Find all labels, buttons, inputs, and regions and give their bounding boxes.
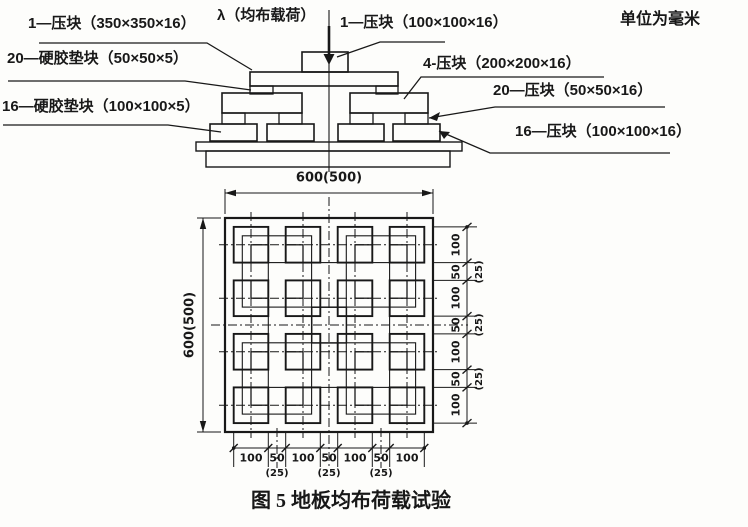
chain-right-1: 100: [449, 233, 463, 257]
leader-lines: [3, 41, 670, 154]
chain-right-alt-2: (25): [474, 313, 485, 337]
chain-bottom-4: 50: [321, 451, 337, 465]
leader-block-100-bottom: [438, 130, 670, 154]
plan-pad-outlines: [250, 244, 408, 406]
chain-bottom-2: 50: [269, 451, 285, 465]
bottom-block-l1: [209, 123, 258, 142]
dim-top: [224, 189, 434, 214]
leader-block-350: [39, 42, 253, 71]
label-pad-50: 20—硬胶垫块（50×50×5）: [7, 50, 188, 67]
label-block-350: 1—压块（350×350×16）: [28, 15, 196, 32]
label-block-50: 20—压块（50×50×16）: [493, 82, 653, 99]
chain-right-7: 100: [449, 393, 463, 417]
pad-under-plate-r1: [349, 112, 374, 125]
chain-bottom-5: 100: [343, 451, 367, 465]
chain-right-3: 100: [449, 286, 463, 310]
unit-note: 单位为毫米: [620, 11, 701, 28]
chain-right-5: 100: [449, 340, 463, 364]
pad-under-plate-l1: [221, 112, 246, 125]
chain-right-alt-3: (25): [474, 366, 485, 391]
chain-right-6: 50: [449, 370, 463, 387]
pad-under-plate-l2: [278, 112, 303, 125]
leader-arrowhead-1: [429, 112, 440, 121]
plate-200-right-rect: [349, 92, 429, 114]
load-arrow-icon: [323, 26, 335, 65]
dim-chain-right: [433, 222, 477, 428]
bottom-block-r2: [392, 123, 441, 142]
bottom-block-r1: [337, 123, 385, 142]
plan-outer-square: [223, 216, 435, 434]
figure-caption: 图 5 地板均布荷载试验: [251, 490, 451, 512]
pad-50-right-rect: [375, 85, 399, 95]
chain-right-2: 50: [449, 263, 463, 280]
chain-right-4: 50: [449, 317, 463, 333]
wide-plate-350-rect: [249, 71, 399, 87]
plate-200-left-rect: [221, 92, 303, 114]
leader-block-50: [428, 106, 665, 119]
label-load: λ（均布载荷）: [217, 7, 316, 24]
chain-right-alt-1: (25): [474, 259, 485, 284]
label-block-100-top: 1—压块（100×100×16）: [340, 14, 508, 31]
chain-bottom-alt-3: (25): [369, 468, 393, 479]
bottom-block-l2: [266, 123, 315, 142]
leader-arrowhead-2: [439, 131, 450, 139]
dim-left: [197, 217, 221, 433]
chain-bottom-alt-2: (25): [317, 468, 341, 479]
chain-bottom-3: 100: [291, 451, 315, 465]
leader-pad-50: [8, 80, 252, 91]
pad-under-plate-r2: [404, 112, 429, 125]
dimension-lines: [197, 189, 477, 467]
plan-plate-outlines: [241, 235, 417, 415]
floor-base-rect: [205, 150, 451, 168]
plan-centerlines: [211, 197, 468, 468]
chain-bottom-6: 50: [373, 451, 389, 465]
label-block-200: 4-压块（200×200×16）: [423, 55, 581, 72]
chain-bottom-1: 100: [239, 451, 263, 465]
leader-block-200: [403, 76, 604, 100]
label-block-100-bottom: 16—压块（100×100×16）: [515, 123, 691, 140]
elevation-view: [3, 10, 670, 172]
label-pad-100: 16—硬胶垫块（100×100×5）: [2, 98, 200, 115]
dim-left-label: 600(500): [182, 291, 198, 359]
plan-view: [211, 197, 468, 468]
dim-chain-bottom: [229, 432, 429, 467]
dim-top-label: 600(500): [295, 170, 363, 186]
leader-block-100-top: [336, 41, 445, 58]
chain-bottom-7: 100: [395, 451, 419, 465]
leader-pad-100: [3, 124, 222, 133]
chain-bottom-alt-1: (25): [265, 468, 289, 479]
